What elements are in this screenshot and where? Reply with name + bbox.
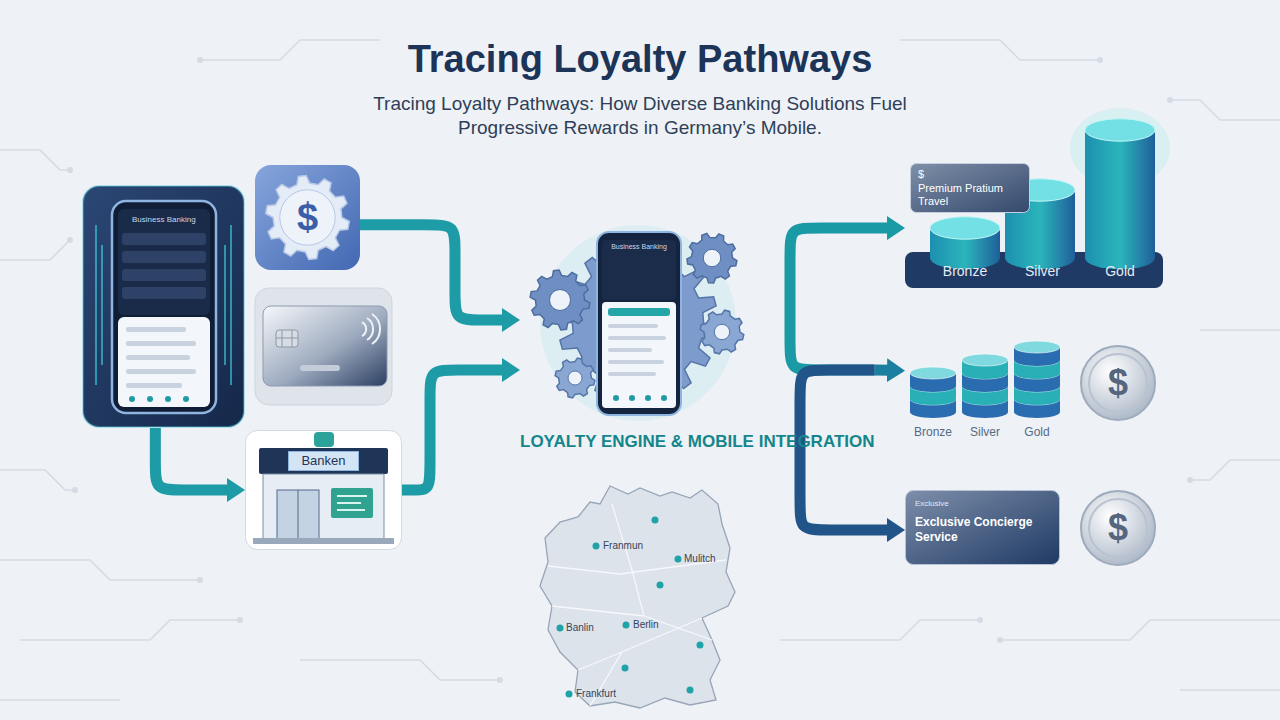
concierge-card: ExclusiveExclusive Concierge Service <box>905 490 1060 565</box>
subtitle: Tracing Loyalty Pathways: How Diverse Ba… <box>345 92 935 140</box>
reward-card: $Premium Pratium Travel <box>910 163 1030 213</box>
node-text: Business Banking <box>132 215 212 225</box>
currency-gear-tile: $ <box>255 165 360 270</box>
tier-podium: BronzeSilverGold $Premium Pratium Travel <box>905 118 1163 290</box>
node-text: Premium Pratium Travel <box>918 182 1024 208</box>
bank-branch: Banken <box>245 430 402 550</box>
flow-arrow <box>790 228 891 370</box>
bank-branch-shape <box>245 430 402 550</box>
node-text: LOYALTY ENGINE & MOBILE INTEGRATION <box>520 431 875 452</box>
city-name: Franmun <box>603 540 643 552</box>
coin-stacks-shape <box>905 338 1065 438</box>
flow-arrow <box>875 365 891 376</box>
node-text: $ <box>918 168 1030 181</box>
city-name: Mulitch <box>684 553 716 565</box>
flow-arrow <box>155 428 231 490</box>
node-text: Bronze <box>925 263 1005 280</box>
node-text: Gold <box>1080 263 1160 280</box>
loyalty-engine: Business BankingLOYALTY ENGINE & MOBILE … <box>520 228 875 478</box>
flow-arrow <box>360 225 506 320</box>
title: Tracing Loyalty Pathways <box>0 36 1280 82</box>
germany-map <box>540 486 735 708</box>
node-text: Exclusive Concierge Service <box>915 515 1050 545</box>
city-name: Frankfurt <box>576 688 616 700</box>
city-name: Berlin <box>633 619 659 631</box>
coin-stacks: BronzeSilverGold <box>905 338 1065 440</box>
node-text: Bronze <box>907 425 959 439</box>
phone-panel: Business Banking <box>82 185 245 428</box>
coin-symbol: $ <box>1082 362 1154 404</box>
node-text: Silver <box>959 425 1011 439</box>
coin-symbol: $ <box>1082 507 1154 549</box>
node-text: Exclusive <box>915 499 1060 509</box>
node-text: Silver <box>1005 263 1080 280</box>
node-text: Gold <box>1011 425 1063 439</box>
flow-arrow <box>402 370 506 490</box>
card-tile <box>255 288 392 405</box>
city-name: Banlin <box>566 622 594 634</box>
node-text: Business Banking <box>597 242 681 251</box>
coin <box>1081 346 1155 565</box>
node-text: $ <box>255 165 360 270</box>
city-dots <box>557 517 704 698</box>
node-text: Banken <box>288 451 358 471</box>
